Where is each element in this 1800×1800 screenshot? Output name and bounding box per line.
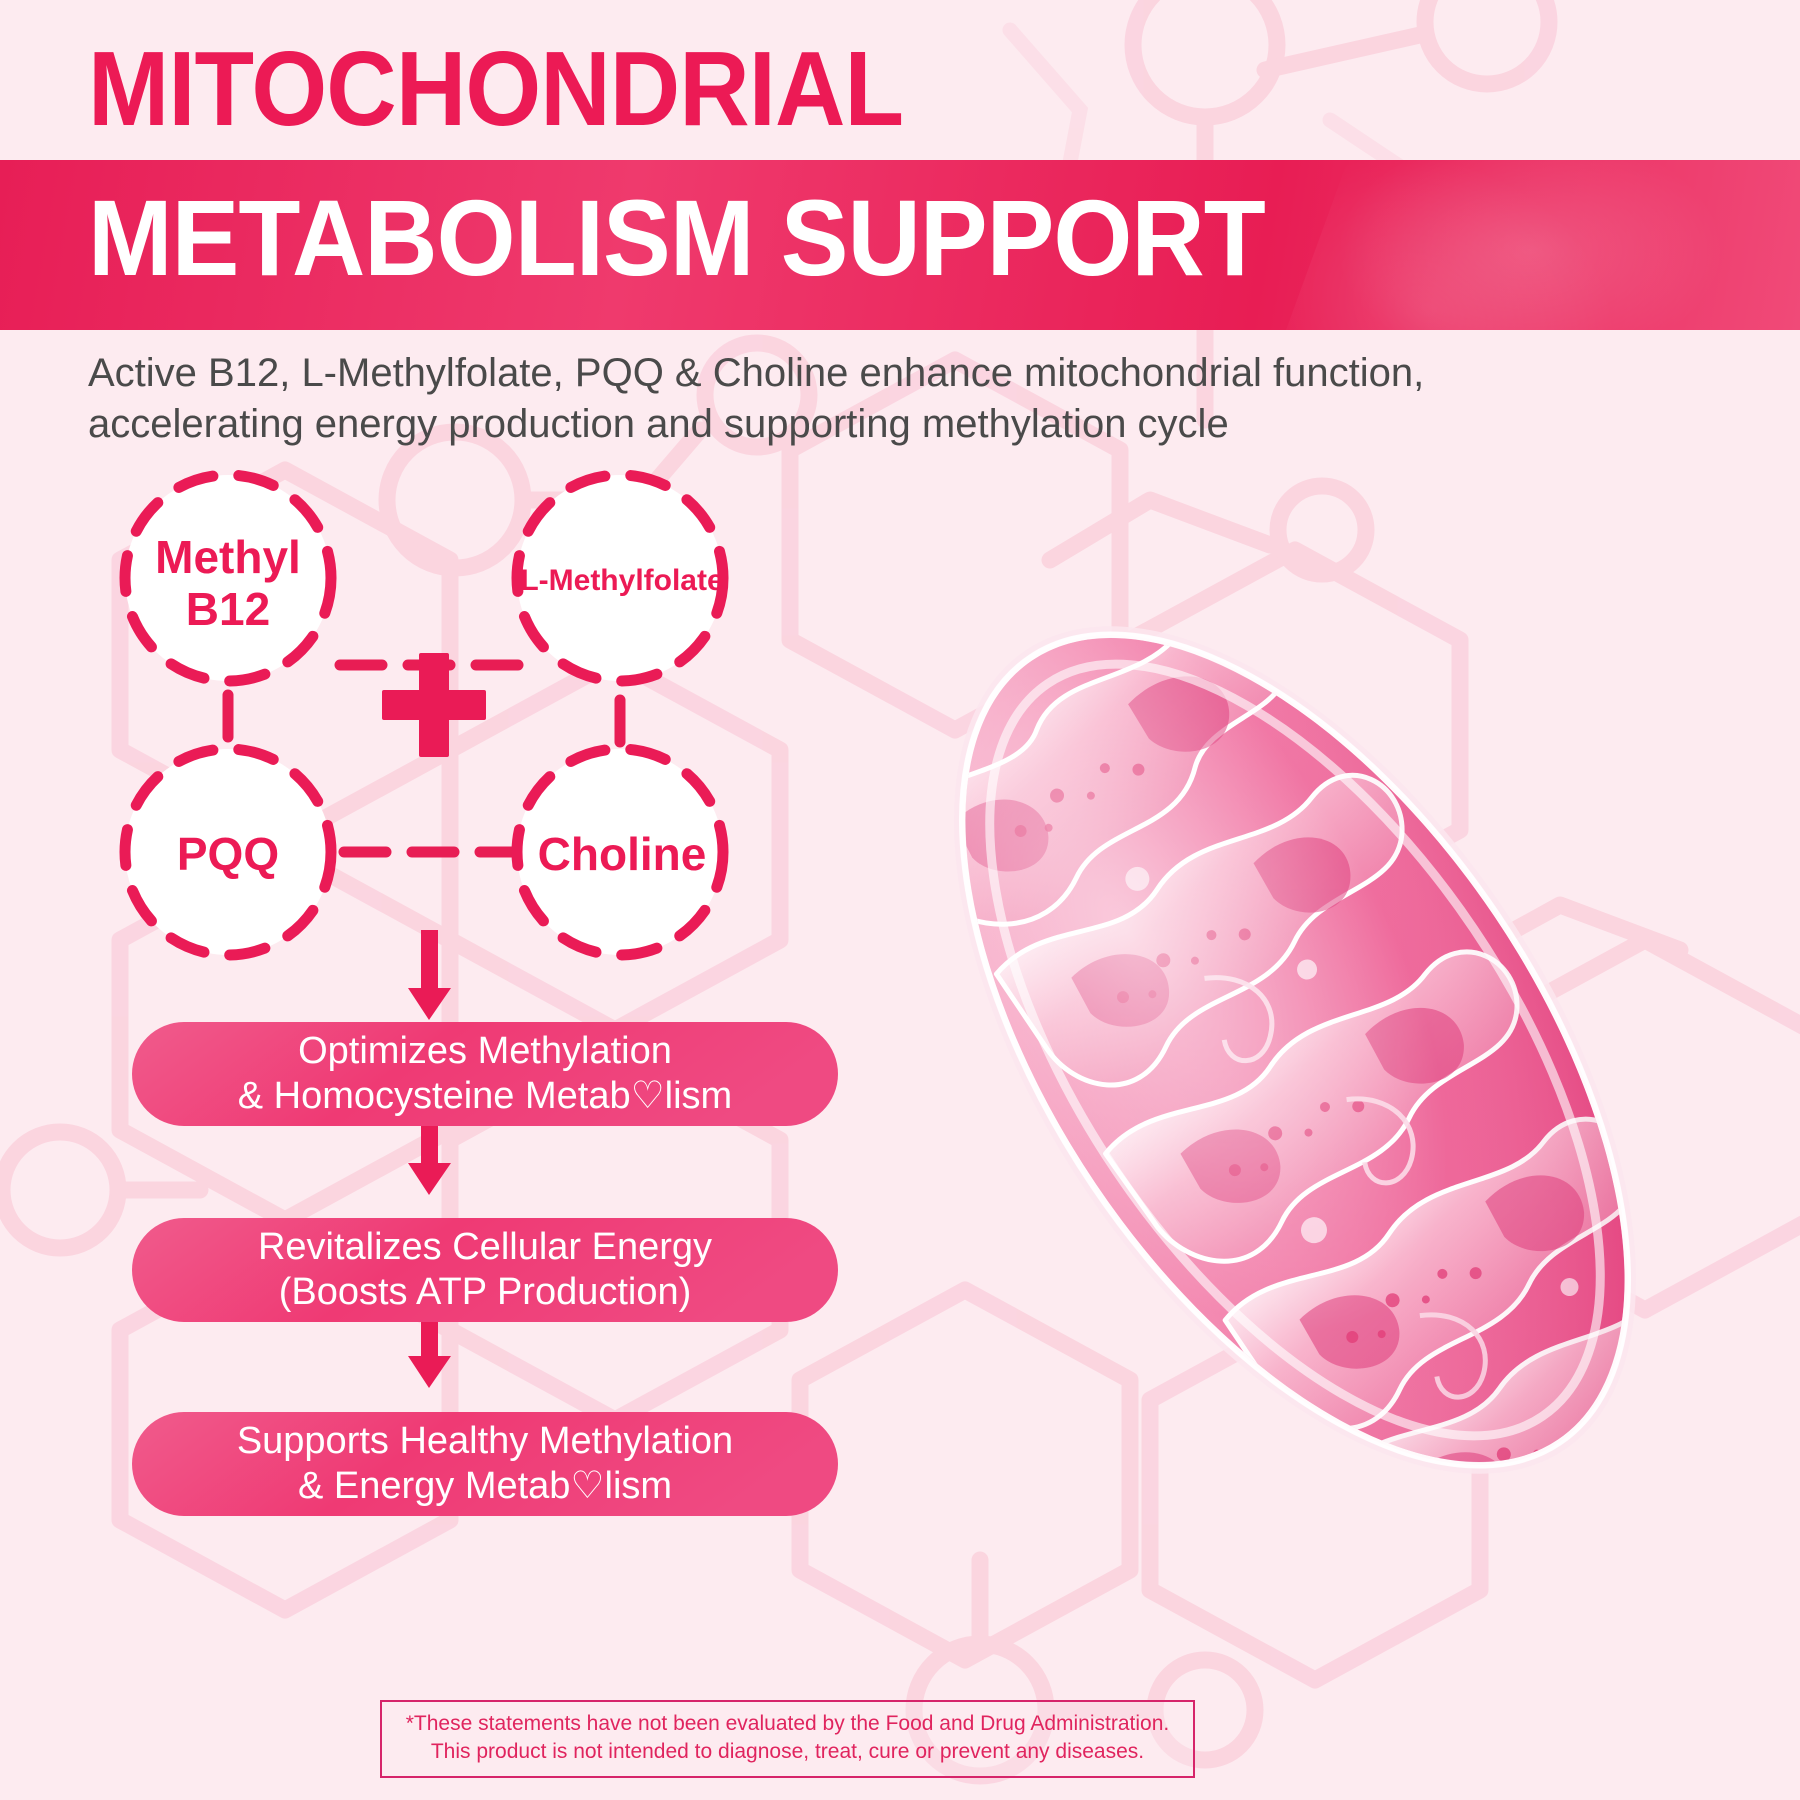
fda-disclaimer-line1: *These statements have not been evaluate… (405, 1712, 1170, 1735)
node-l-methylfolate-label: L-Methylfolate (520, 564, 723, 597)
benefit-pill-2[interactable]: Revitalizes Cellular Energy (Boosts ATP … (132, 1218, 838, 1322)
plus-icon (382, 653, 486, 757)
benefit-pill-2-line2: (Boosts ATP Production) (279, 1271, 692, 1313)
node-methyl-b12-label-line2: B12 (186, 583, 270, 635)
benefit-pill-2-line1: Revitalizes Cellular Energy (258, 1226, 712, 1268)
arrow-down-3 (408, 1318, 451, 1388)
benefit-pill-3-line2: & Energy Metab♡lism (298, 1465, 672, 1507)
fda-disclaimer: *These statements have not been evaluate… (380, 1700, 1195, 1779)
node-l-methylfolate[interactable]: L-Methylfolate (511, 469, 729, 687)
node-methyl-b12-label-line1: Methyl (155, 531, 301, 583)
benefit-pill-1-line1: Optimizes Methylation (298, 1030, 672, 1072)
band-glow-decoration (1320, 160, 1740, 330)
flow-arrows (408, 930, 451, 1388)
page-title-line2: METABOLISM SUPPORT (88, 177, 1266, 298)
node-choline-label: Choline (538, 828, 707, 880)
benefit-pill-1-line2: & Homocysteine Metab♡lism (238, 1075, 732, 1117)
arrow-down-2 (408, 1125, 451, 1195)
benefit-pill-1[interactable]: Optimizes Methylation & Homocysteine Met… (132, 1022, 838, 1126)
arrow-down-1 (408, 930, 451, 1020)
fda-disclaimer-line2: This product is not intended to diagnose… (430, 1740, 1145, 1764)
mitochondrion-illustration (833, 526, 1757, 1574)
page-title-line1: MITOCHONDRIAL (88, 30, 904, 148)
benefit-pill-3-line1: Supports Healthy Methylation (237, 1420, 733, 1462)
node-pqq-label: PQQ (177, 828, 279, 880)
title-band: METABOLISM SUPPORT (0, 160, 1800, 330)
benefit-pill-3[interactable]: Supports Healthy Methylation & Energy Me… (132, 1412, 838, 1516)
node-pqq[interactable]: PQQ (119, 743, 337, 961)
node-methyl-b12[interactable]: Methyl B12 (119, 469, 337, 687)
node-choline[interactable]: Choline (511, 743, 729, 961)
subtitle-text: Active B12, L-Methylfolate, PQQ & Cholin… (88, 351, 1425, 447)
